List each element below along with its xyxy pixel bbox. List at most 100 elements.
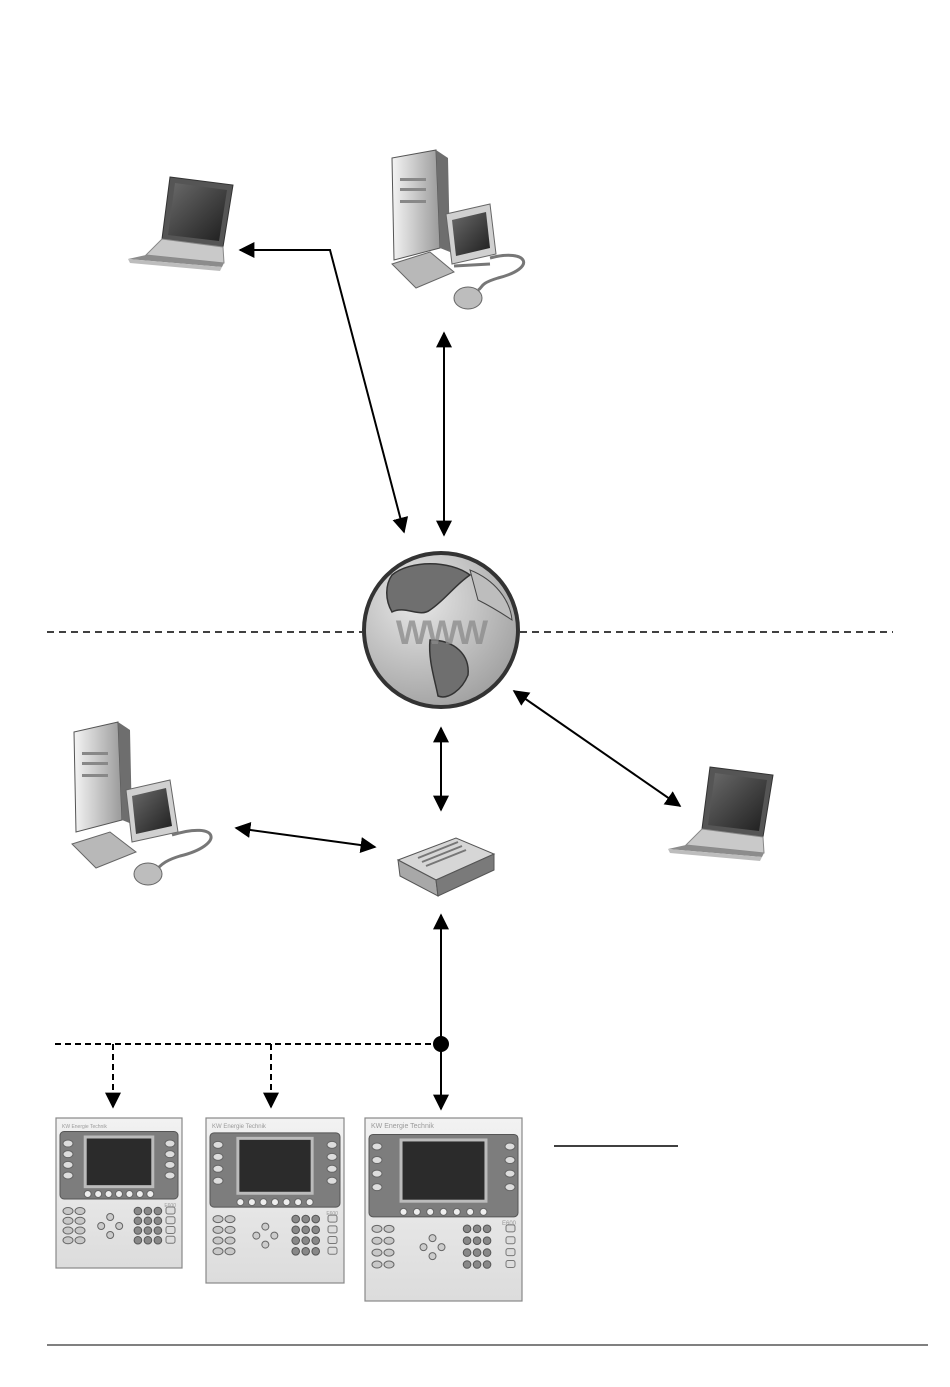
- panel-softkey: [63, 1161, 73, 1168]
- panel-softkey: [63, 1140, 73, 1147]
- panel-softkey: [165, 1140, 175, 1147]
- panel-fkey: [248, 1199, 255, 1206]
- panel-arrow-key: [253, 1232, 260, 1239]
- panel-num-key: [292, 1237, 300, 1245]
- panel-key: [213, 1248, 223, 1255]
- panel-side-key: [328, 1215, 337, 1222]
- panel-num-key: [463, 1249, 471, 1257]
- panel-side-key: [166, 1207, 175, 1214]
- panel-arrow-key: [420, 1244, 427, 1251]
- panel-softkey: [372, 1170, 382, 1177]
- panel-num-key: [463, 1237, 471, 1245]
- panel-num-key: [154, 1227, 162, 1235]
- panel-softkey: [165, 1161, 175, 1168]
- panel-key: [372, 1261, 382, 1268]
- panel-softkey: [63, 1172, 73, 1179]
- panel-key: [63, 1217, 73, 1224]
- panel-fkey: [283, 1199, 290, 1206]
- panel-key: [75, 1208, 85, 1215]
- globe-label: WWW: [396, 614, 489, 652]
- panel-screen: [239, 1140, 310, 1192]
- panel-side-key: [166, 1217, 175, 1224]
- panel-key: [384, 1249, 394, 1256]
- panel-arrow-key: [262, 1223, 269, 1230]
- panel-bus: [55, 1044, 434, 1107]
- panel-num-key: [144, 1236, 152, 1244]
- panel-num-key: [134, 1217, 142, 1225]
- panel-num-key: [483, 1237, 491, 1245]
- panel-softkey: [327, 1153, 337, 1160]
- panel-fkey: [413, 1208, 420, 1215]
- panel-num-key: [144, 1217, 152, 1225]
- panel-screen: [87, 1139, 152, 1186]
- panel-key: [63, 1208, 73, 1215]
- hmi-panel-1: KW Energie TechnikE600: [56, 1118, 182, 1268]
- panel-softkey: [505, 1170, 515, 1177]
- panel-fkey: [116, 1191, 123, 1198]
- globe-www: WWW: [364, 553, 518, 707]
- desktop-pc-top: [392, 150, 524, 309]
- panel-fkey: [480, 1208, 487, 1215]
- panel-arrow-key: [98, 1223, 105, 1230]
- panel-side-key: [506, 1225, 515, 1232]
- panel-brand: KW Energie Technik: [371, 1123, 434, 1130]
- panel-fkey: [84, 1191, 91, 1198]
- panel-softkey: [213, 1153, 223, 1160]
- panel-fkey: [237, 1199, 244, 1206]
- panel-num-key: [154, 1207, 162, 1215]
- panel-num-key: [483, 1249, 491, 1257]
- panel-key: [213, 1226, 223, 1233]
- panel-softkey: [505, 1157, 515, 1164]
- panel-num-key: [463, 1261, 471, 1269]
- panel-num-key: [292, 1247, 300, 1255]
- panel-key: [75, 1237, 85, 1244]
- panel-key: [63, 1237, 73, 1244]
- panel-key: [213, 1216, 223, 1223]
- panel-num-key: [312, 1237, 320, 1245]
- panel-num-key: [302, 1247, 310, 1255]
- panel-key: [225, 1248, 235, 1255]
- panel-fkey: [136, 1191, 143, 1198]
- panel-key: [225, 1226, 235, 1233]
- panel-num-key: [154, 1236, 162, 1244]
- panel-fkey: [306, 1199, 313, 1206]
- panel-num-key: [483, 1261, 491, 1269]
- panel-arrow-key: [107, 1232, 114, 1239]
- panel-num-key: [292, 1215, 300, 1223]
- panel-softkey: [327, 1177, 337, 1184]
- panel-arrow-key: [429, 1235, 436, 1242]
- panel-softkey: [372, 1143, 382, 1150]
- panel-fkey: [295, 1199, 302, 1206]
- panel-num-key: [302, 1215, 310, 1223]
- panel-fkey: [427, 1208, 434, 1215]
- panel-softkey: [165, 1172, 175, 1179]
- panel-fkey: [400, 1208, 407, 1215]
- panel-key: [75, 1227, 85, 1234]
- panel-arrow-key: [262, 1241, 269, 1248]
- arrow-globe-laptop: [514, 691, 680, 806]
- panel-softkey: [505, 1184, 515, 1191]
- panel-fkey: [440, 1208, 447, 1215]
- laptop-right: [668, 767, 773, 861]
- panel-num-key: [312, 1247, 320, 1255]
- panel-num-key: [473, 1249, 481, 1257]
- panel-softkey: [165, 1151, 175, 1158]
- panel-softkey: [213, 1165, 223, 1172]
- panel-key: [213, 1237, 223, 1244]
- panel-side-key: [506, 1237, 515, 1244]
- panel-softkey: [327, 1141, 337, 1148]
- panel-side-key: [328, 1237, 337, 1244]
- panel-num-key: [144, 1227, 152, 1235]
- panel-side-key: [166, 1236, 175, 1243]
- panel-fkey: [467, 1208, 474, 1215]
- panel-key: [372, 1237, 382, 1244]
- panel-fkey: [95, 1191, 102, 1198]
- panel-side-key: [328, 1247, 337, 1254]
- panel-key: [384, 1225, 394, 1232]
- panel-side-key: [328, 1226, 337, 1233]
- panel-num-key: [473, 1225, 481, 1233]
- panel-fkey: [260, 1199, 267, 1206]
